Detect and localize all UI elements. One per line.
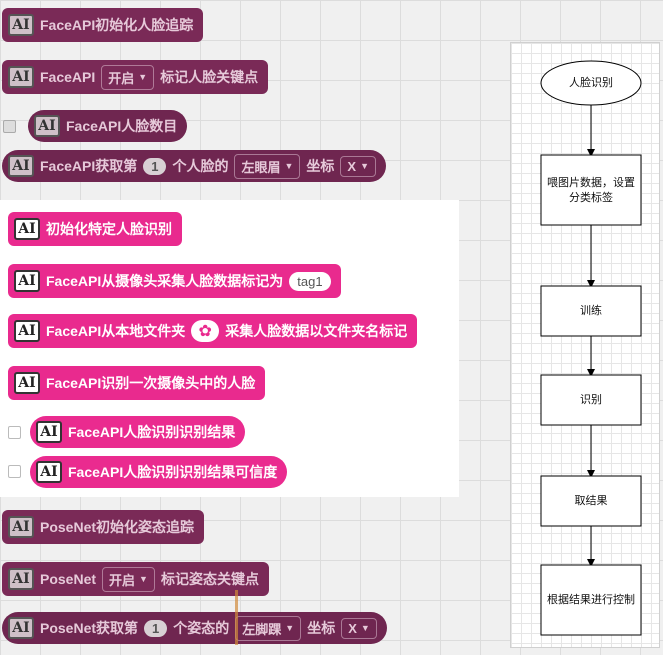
step5-label: 根据结果进行控制: [547, 593, 635, 607]
chevron-down-icon: ▼: [284, 161, 294, 171]
gear-icon[interactable]: ✿: [191, 320, 220, 342]
faceapi-init-tracking-block[interactable]: AI FaceAPI初始化人脸追踪: [2, 8, 204, 42]
step2-label: 训练: [580, 304, 602, 318]
coord-dropdown[interactable]: X▼: [340, 155, 377, 177]
block-label: 采集人脸数据以文件夹名标记: [225, 323, 408, 339]
block-label: FaceAPI: [40, 69, 96, 85]
start-node-label: 人脸识别: [569, 76, 613, 90]
step1-label: 喂图片数据，设置分类标签: [547, 175, 635, 204]
step5-shape: [540, 564, 642, 636]
ai-logo-icon: AI: [8, 66, 34, 88]
block-label: FaceAPI从摄像头采集人脸数据标记为: [46, 273, 284, 289]
ai-logo-icon: AI: [14, 218, 40, 240]
faceapi-get-face-point-block[interactable]: AI FaceAPI获取第 1 个人脸的 左眼眉▼ 坐标 X▼: [2, 150, 387, 182]
block-label: FaceAPI获取第: [40, 158, 138, 174]
block-label: 初始化特定人脸识别: [46, 221, 172, 237]
step4-label: 取结果: [574, 494, 608, 508]
faceapi-face-count-block[interactable]: AI FaceAPI人脸数目: [28, 110, 188, 142]
ai-logo-icon: AI: [14, 320, 40, 342]
ai-logo-icon: AI: [14, 270, 40, 292]
face-part-dropdown[interactable]: 左眼眉▼: [234, 153, 301, 179]
chevron-down-icon: ▼: [138, 72, 148, 82]
toggle-dropdown[interactable]: 开启▼: [101, 64, 155, 90]
recognize-face-once-block[interactable]: AI FaceAPI识别一次摄像头中的人脸: [8, 366, 266, 400]
face-count-checkbox[interactable]: [3, 120, 16, 133]
block-label: FaceAPI从本地文件夹: [46, 323, 186, 339]
dropdown-value: 开启: [108, 70, 135, 86]
block-label: FaceAPI人脸识别识别结果可信度: [68, 464, 278, 480]
block-label: 坐标: [306, 158, 335, 174]
block-label: FaceAPI识别一次摄像头中的人脸: [46, 375, 256, 391]
capture-face-from-camera-block[interactable]: AI FaceAPI从摄像头采集人脸数据标记为 tag1: [8, 264, 341, 298]
face-recognition-result-block[interactable]: AI FaceAPI人脸识别识别结果: [30, 416, 246, 448]
ai-logo-icon: AI: [36, 461, 62, 483]
ai-logo-icon: AI: [8, 155, 34, 177]
faceapi-landmark-toggle-block[interactable]: AI FaceAPI 开启▼ 标记人脸关键点: [2, 60, 269, 94]
flowchart-panel: 人脸识别 喂图片数据，设置分类标签 训练 识别 取结果 根据结果进行控制: [510, 42, 660, 648]
ai-logo-icon: AI: [14, 372, 40, 394]
capture-face-from-folder-block[interactable]: AI FaceAPI从本地文件夹 ✿ 采集人脸数据以文件夹名标记: [8, 314, 418, 348]
drag-indicator: [235, 590, 238, 645]
step3-label: 识别: [580, 393, 602, 407]
chevron-down-icon: ▼: [360, 161, 370, 171]
tag-input[interactable]: tag1: [289, 271, 331, 291]
step3-shape: [540, 374, 642, 426]
init-face-recognition-block[interactable]: AI 初始化特定人脸识别: [8, 212, 182, 246]
face-index-input[interactable]: 1: [143, 157, 167, 175]
recognition-confidence-checkbox[interactable]: [8, 465, 21, 478]
step1-shape: [540, 154, 642, 226]
dropdown-value: X: [347, 158, 357, 174]
block-label: FaceAPI人脸数目: [66, 118, 178, 134]
step4-shape: [540, 475, 642, 527]
ai-logo-icon: AI: [8, 14, 34, 36]
block-label: 标记人脸关键点: [160, 69, 259, 85]
step2-shape: [540, 285, 642, 337]
ai-logo-icon: AI: [34, 115, 60, 137]
block-label: FaceAPI初始化人脸追踪: [40, 17, 194, 33]
face-recognition-confidence-block[interactable]: AI FaceAPI人脸识别识别结果可信度: [30, 456, 288, 488]
flowchart-shapes: [540, 60, 642, 636]
ai-logo-icon: AI: [36, 421, 62, 443]
block-label: 个人脸的: [172, 158, 229, 174]
recognition-result-checkbox[interactable]: [8, 426, 21, 439]
dropdown-value: 左眼眉: [241, 159, 281, 175]
block-label: FaceAPI人脸识别识别结果: [68, 424, 236, 440]
